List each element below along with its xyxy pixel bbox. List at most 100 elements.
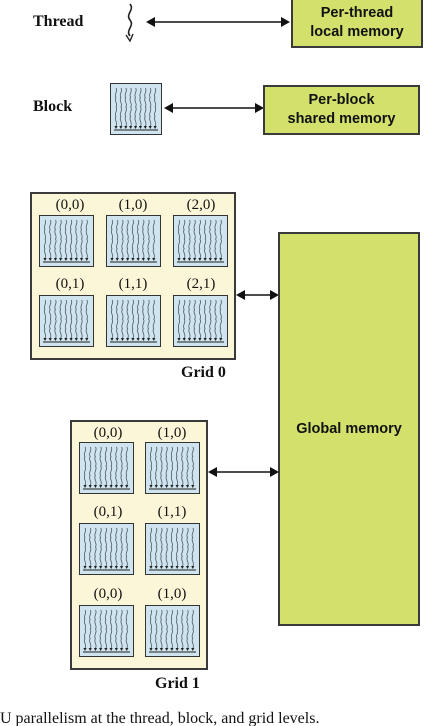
thread-arrowhead <box>125 566 129 569</box>
thread-line <box>104 527 107 567</box>
thread-arrowhead <box>131 258 135 261</box>
thread-line <box>160 609 163 649</box>
thread-line <box>64 299 67 339</box>
thread-line <box>104 609 107 649</box>
block-threads-graphic <box>177 219 224 263</box>
thread-arrowhead <box>104 566 108 569</box>
thread-arrowhead <box>182 258 186 261</box>
thread-arrowhead <box>48 338 52 341</box>
thread-line <box>115 446 118 486</box>
thread-arrowhead <box>148 126 152 129</box>
thread-arrowhead <box>88 648 92 651</box>
thread-arrowhead <box>99 485 103 488</box>
thread-arrowhead <box>114 566 118 569</box>
thread-memory-arrow <box>146 17 290 27</box>
grid-1-title: Grid 1 <box>155 675 200 692</box>
thread-line <box>155 446 158 486</box>
thread-line <box>99 446 102 486</box>
per-block-memory-line1: Per-block <box>308 92 375 108</box>
thread-arrowhead <box>114 126 118 129</box>
thread-line <box>99 527 102 567</box>
thread-arrowhead <box>141 338 145 341</box>
thread-line <box>198 219 201 259</box>
block-icon <box>110 83 162 135</box>
block-threads-graphic <box>110 219 157 263</box>
thread-line <box>176 527 179 567</box>
thread-line <box>124 87 127 127</box>
thread-line <box>170 527 173 567</box>
thread-line <box>204 299 207 339</box>
thread-arrowhead <box>104 485 108 488</box>
grid-1-block-label: (0,0) <box>93 425 123 441</box>
thread-arrowhead <box>85 338 89 341</box>
thread-line <box>99 609 102 649</box>
thread-arrowhead <box>180 566 184 569</box>
thread-arrowhead <box>64 258 68 261</box>
thread-line <box>176 446 179 486</box>
thread-arrowhead <box>114 485 118 488</box>
thread-arrowhead <box>159 566 164 569</box>
thread-arrowhead <box>43 338 47 341</box>
global-memory-label: Global memory <box>296 420 402 437</box>
thread-arrowhead <box>125 485 129 488</box>
thread-arrowhead <box>175 566 179 569</box>
thread-arrowhead <box>149 648 153 651</box>
thread-arrowhead <box>124 126 128 129</box>
thread-line <box>120 446 123 486</box>
thread-line <box>137 299 140 339</box>
grid-1-block <box>79 442 134 494</box>
thread-arrowhead <box>177 338 181 341</box>
thread-arrowhead <box>175 485 179 488</box>
thread-arrowhead <box>93 566 98 569</box>
grid-1-block <box>79 523 134 575</box>
thread-arrowhead <box>213 258 218 261</box>
thread-line <box>188 299 191 339</box>
thread-line <box>85 299 88 339</box>
thread-line <box>83 446 87 486</box>
thread-line <box>119 87 122 127</box>
block-threads-graphic <box>149 446 196 490</box>
thread-line <box>94 609 97 649</box>
thread-line <box>170 446 173 486</box>
global-memory-box: Global memory <box>278 232 420 626</box>
grid-1-block-label: (1,1) <box>157 504 187 520</box>
thread-arrowhead <box>74 338 78 341</box>
thread-line <box>191 527 194 567</box>
thread-arrowhead <box>59 258 63 261</box>
per-block-shared-memory-box: Per-block shared memory <box>263 85 420 135</box>
thread-line <box>125 446 128 486</box>
thread-arrowhead <box>180 648 184 651</box>
thread-line <box>89 527 92 567</box>
thread-line <box>177 219 181 259</box>
thread-arrowhead <box>119 648 124 651</box>
thread-line <box>59 219 62 259</box>
thread-line <box>75 299 78 339</box>
thread-line <box>80 299 83 339</box>
thread-arrowhead <box>165 566 169 569</box>
thread-arrowhead <box>119 485 124 488</box>
thread-line <box>186 609 189 649</box>
thread-line <box>114 87 118 127</box>
thread-line <box>142 219 145 259</box>
thread-arrowhead <box>126 338 130 341</box>
thread-arrowhead <box>83 566 87 569</box>
grid-0-block-label: (2,1) <box>186 276 216 292</box>
thread-line <box>125 527 128 567</box>
thread-line <box>160 527 163 567</box>
thread-arrowhead <box>159 485 164 488</box>
thread-line <box>149 446 153 486</box>
grid-0-global-arrow <box>236 290 279 300</box>
thread-arrowhead <box>88 566 92 569</box>
thread-arrowhead <box>154 566 158 569</box>
block-threads-graphic <box>83 609 130 653</box>
thread-arrowhead <box>109 485 113 488</box>
thread-arrowhead <box>120 338 125 341</box>
thread-line <box>191 609 194 649</box>
thread-arrowhead <box>170 485 174 488</box>
thread-arrowhead <box>48 258 52 261</box>
thread-arrowhead <box>193 258 197 261</box>
thread-line <box>70 219 73 259</box>
thread-arrowhead <box>191 648 195 651</box>
thread-line <box>193 299 196 339</box>
